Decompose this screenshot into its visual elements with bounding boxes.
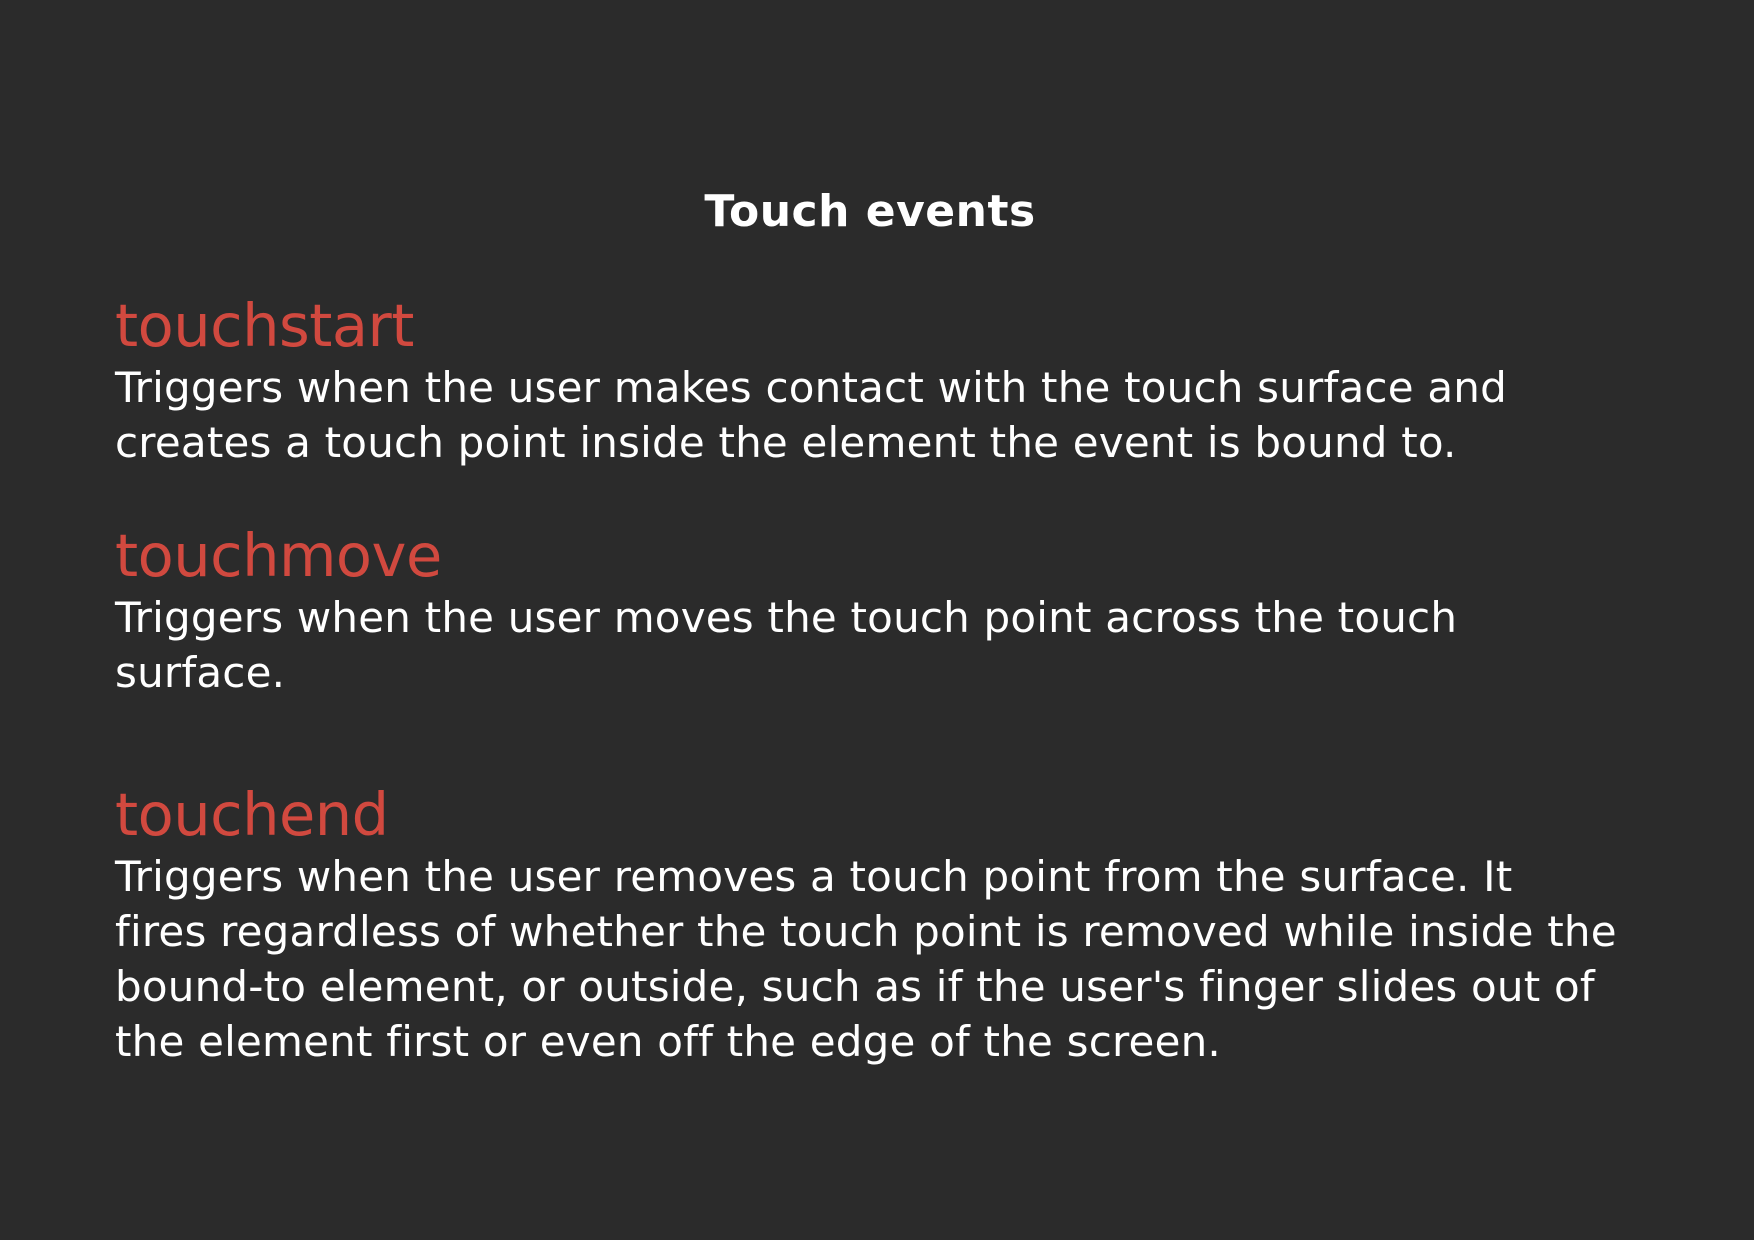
description-line: creates a touch point inside the element…	[115, 418, 1457, 467]
event-touchend: touchend Triggers when the user removes …	[115, 781, 1675, 1069]
event-description: Triggers when the user moves the touch p…	[115, 590, 1675, 700]
event-touchstart: touchstart Triggers when the user makes …	[115, 292, 1675, 470]
event-description: Triggers when the user removes a touch p…	[115, 849, 1675, 1069]
event-description: Triggers when the user makes contact wit…	[115, 360, 1675, 470]
page-title: Touch events	[704, 186, 1036, 237]
event-name: touchmove	[115, 521, 442, 590]
description-line: fires regardless of whether the touch po…	[115, 907, 1617, 956]
description-line: Triggers when the user moves the touch p…	[115, 593, 1458, 642]
description-line: Triggers when the user removes a touch p…	[115, 852, 1513, 901]
event-name: touchstart	[115, 291, 414, 360]
description-line: bound-to element, or outside, such as if…	[115, 962, 1595, 1011]
event-touchmove: touchmove Triggers when the user moves t…	[115, 522, 1675, 700]
event-name: touchend	[115, 780, 389, 849]
description-line: Triggers when the user makes contact wit…	[115, 363, 1507, 412]
description-line: surface.	[115, 648, 286, 697]
description-line: the element first or even off the edge o…	[115, 1017, 1221, 1066]
